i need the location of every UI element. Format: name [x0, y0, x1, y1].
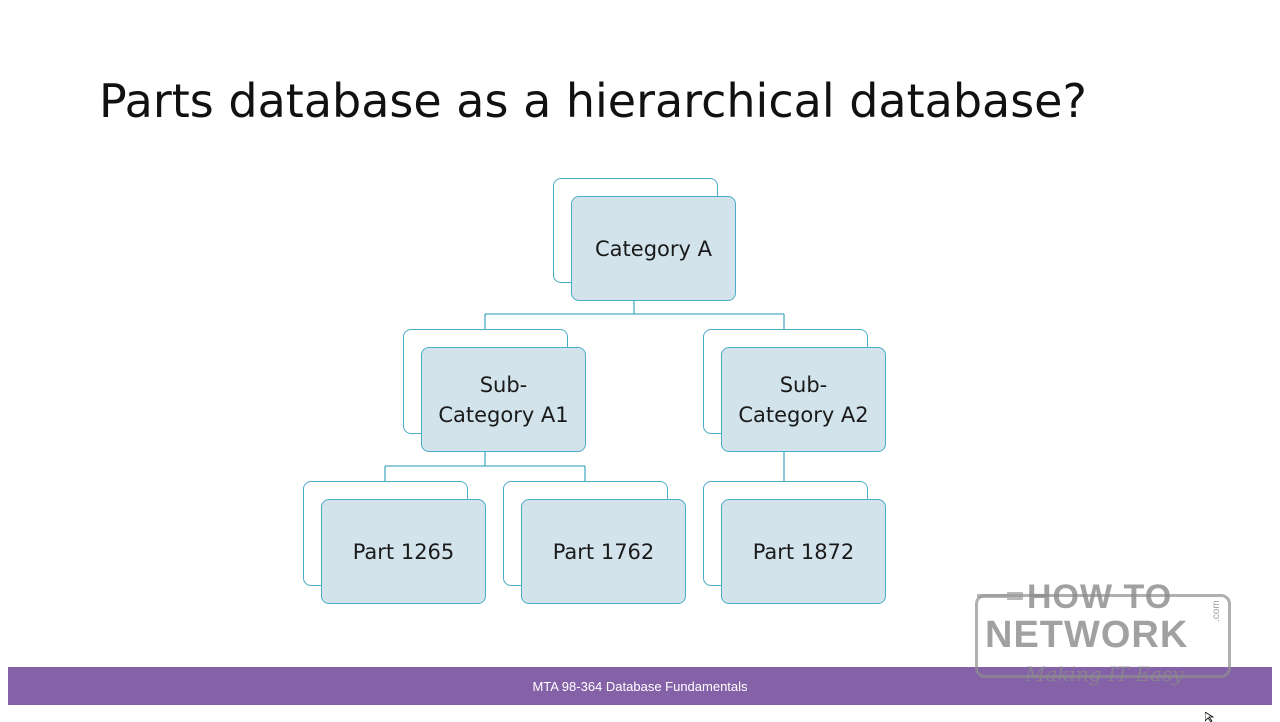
logo-frame [975, 594, 1231, 678]
node-label: Part 1265 [352, 539, 455, 564]
slide-title: Parts database as a hierarchical databas… [99, 74, 1087, 128]
node-sub-category-a2[interactable]: Sub- Category A2 [703, 329, 886, 452]
bottom-strip [0, 705, 1280, 720]
network-plug-icon [977, 592, 1023, 600]
node-label: Sub- Category A2 [738, 372, 869, 427]
node-part-1762[interactable]: Part 1762 [503, 481, 686, 604]
node-box: Part 1762 [521, 499, 686, 604]
logo-line2: NETWORK [985, 614, 1189, 656]
node-box: Sub- Category A1 [421, 347, 586, 452]
node-label: Category A [595, 236, 712, 261]
node-label: Sub- Category A1 [438, 372, 569, 427]
howtonetwork-logo: HOW TO NETWORK .com Making IT Easy [975, 578, 1231, 692]
node-box: Part 1872 [721, 499, 886, 604]
node-label: Part 1872 [752, 539, 855, 564]
mouse-cursor-icon [1205, 712, 1215, 722]
node-category-a[interactable]: Category A [553, 178, 736, 301]
node-box: Sub- Category A2 [721, 347, 886, 452]
node-label: Part 1762 [552, 539, 655, 564]
logo-tagline: Making IT Easy [1025, 662, 1184, 686]
logo-line1: HOW TO [1027, 578, 1173, 616]
logo-suffix: .com [1211, 600, 1222, 622]
node-box: Part 1265 [321, 499, 486, 604]
node-box: Category A [571, 196, 736, 301]
footer-bar: MTA 98-364 Database Fundamentals [8, 667, 1272, 705]
footer-text: MTA 98-364 Database Fundamentals [532, 678, 748, 694]
node-sub-category-a1[interactable]: Sub- Category A1 [403, 329, 586, 452]
node-part-1872[interactable]: Part 1872 [703, 481, 886, 604]
node-part-1265[interactable]: Part 1265 [303, 481, 486, 604]
